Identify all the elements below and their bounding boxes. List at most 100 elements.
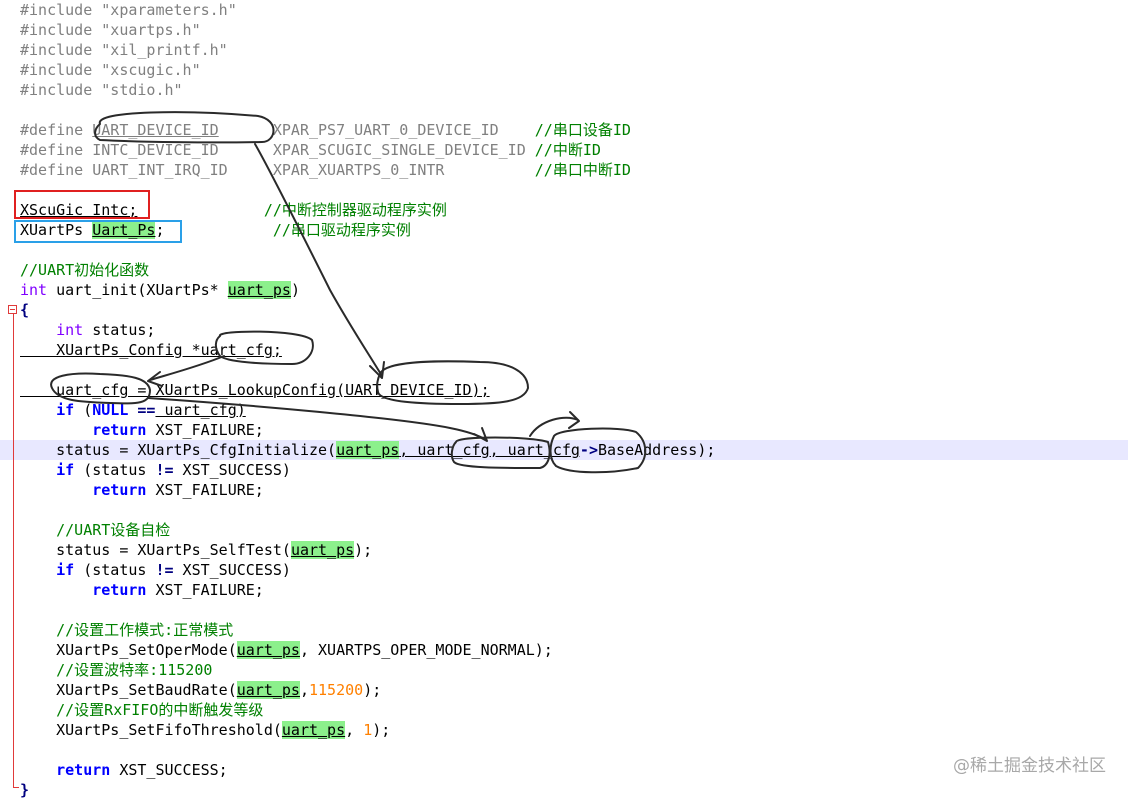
preprocessor-directive: #define bbox=[20, 161, 93, 179]
code-text: uart_cfg = XUartPs_LookupConfig(UART_DEV… bbox=[20, 381, 490, 399]
code-line[interactable]: #include "xscugic.h" bbox=[0, 60, 1128, 80]
code-text: XST_SUCCESS; bbox=[110, 761, 228, 779]
current-code-line[interactable]: status = XUartPs_CfgInitialize(uart_ps, … bbox=[0, 440, 1128, 460]
whitespace bbox=[137, 201, 263, 219]
macro-value: XPAR_PS7_UART_0_DEVICE_ID bbox=[218, 121, 535, 139]
code-text: (status bbox=[74, 461, 156, 479]
code-text: XST_SUCCESS) bbox=[173, 461, 291, 479]
code-text: , XUARTPS_OPER_MODE_NORMAL); bbox=[299, 641, 553, 659]
macro-name: UART_INT_IRQ_ID bbox=[92, 161, 228, 179]
code-text: status = XUartPs_SelfTest( bbox=[20, 541, 291, 559]
code-line[interactable]: int uart_init(XUartPs* uart_ps) bbox=[0, 280, 1128, 300]
code-line[interactable]: #include "xparameters.h" bbox=[0, 0, 1128, 20]
preprocessor-directive: #define bbox=[20, 121, 93, 139]
code-line[interactable]: return XST_FAILURE; bbox=[0, 480, 1128, 500]
code-line[interactable]: //设置RxFIFO的中断触发等级 bbox=[0, 700, 1128, 720]
preprocessor-directive: #include bbox=[20, 41, 102, 59]
code-line[interactable]: #include "xil_printf.h" bbox=[0, 40, 1128, 60]
code-comment: //UART设备自检 bbox=[56, 521, 171, 539]
code-comment: //串口设备ID bbox=[534, 121, 631, 139]
code-line[interactable]: if (NULL == uart_cfg) bbox=[0, 400, 1128, 420]
code-line[interactable]: XUartPs_Config *uart_cfg; bbox=[0, 340, 1128, 360]
code-line[interactable]: uart_cfg = XUartPs_LookupConfig(UART_DEV… bbox=[0, 380, 1128, 400]
blue-annotation-box bbox=[14, 220, 182, 243]
indent bbox=[20, 621, 56, 639]
code-text: BaseAddress); bbox=[597, 441, 716, 459]
code-line[interactable]: return XST_FAILURE; bbox=[0, 420, 1128, 440]
code-line[interactable]: if (status != XST_SUCCESS) bbox=[0, 560, 1128, 580]
highlighted-identifier: uart_ps bbox=[281, 721, 346, 739]
indent bbox=[20, 521, 56, 539]
highlighted-identifier: uart_ps bbox=[236, 641, 300, 659]
highlighted-identifier: uart_ps bbox=[227, 281, 291, 299]
punctuation: , bbox=[345, 721, 364, 739]
fold-end-marker bbox=[13, 787, 19, 788]
code-comment: //设置工作模式:正常模式 bbox=[56, 621, 234, 639]
include-file: "xparameters.h" bbox=[101, 1, 237, 19]
preprocessor-directive: #include bbox=[20, 61, 102, 79]
code-line[interactable]: return XST_FAILURE; bbox=[0, 580, 1128, 600]
variable-declaration: XScuGic Intc; bbox=[20, 201, 138, 219]
code-line[interactable]: #include "stdio.h" bbox=[0, 80, 1128, 100]
code-line[interactable]: return XST_SUCCESS; bbox=[0, 760, 1128, 780]
preprocessor-directive: #include bbox=[20, 81, 102, 99]
code-text: ); bbox=[354, 541, 373, 559]
code-comment: //串口驱动程序实例 bbox=[272, 221, 411, 239]
control-keyword: if bbox=[56, 561, 75, 579]
code-line[interactable]: XUartPs_SetFifoThreshold(uart_ps, 1); bbox=[0, 720, 1128, 740]
code-line[interactable]: XUartPs_SetOperMode(uart_ps, XUARTPS_OPE… bbox=[0, 640, 1128, 660]
code-line[interactable]: #define UART_DEVICE_ID XPAR_PS7_UART_0_D… bbox=[0, 120, 1128, 140]
code-line[interactable]: #include "xuartps.h" bbox=[0, 20, 1128, 40]
code-text: XST_FAILURE; bbox=[146, 581, 264, 599]
code-comment: //设置RxFIFO的中断触发等级 bbox=[56, 701, 264, 719]
indent bbox=[20, 481, 92, 499]
code-line[interactable]: #define UART_INT_IRQ_ID XPAR_XUARTPS_0_I… bbox=[0, 160, 1128, 180]
code-line[interactable]: #define INTC_DEVICE_ID XPAR_SCUGIC_SINGL… bbox=[0, 140, 1128, 160]
indent bbox=[20, 581, 92, 599]
code-line[interactable]: } bbox=[0, 780, 1128, 800]
fold-line bbox=[13, 310, 14, 788]
code-line[interactable]: if (status != XST_SUCCESS) bbox=[0, 460, 1128, 480]
control-keyword: return bbox=[56, 761, 111, 779]
code-line[interactable]: int status; bbox=[0, 320, 1128, 340]
indent bbox=[20, 421, 92, 439]
code-line[interactable]: XScuGic Intc; //中断控制器驱动程序实例 bbox=[0, 200, 1128, 220]
red-annotation-box bbox=[14, 190, 150, 219]
code-text: status = XUartPs_CfgInitialize( bbox=[20, 441, 337, 459]
code-line[interactable]: XUartPs_SetBaudRate(uart_ps,115200); bbox=[0, 680, 1128, 700]
code-comment: //中断控制器驱动程序实例 bbox=[263, 201, 447, 219]
punctuation: , bbox=[299, 681, 309, 699]
code-line[interactable]: //设置波特率:115200 bbox=[0, 660, 1128, 680]
code-text: XST_FAILURE; bbox=[146, 481, 264, 499]
control-keyword: if bbox=[56, 401, 75, 419]
highlighted-identifier: uart_ps bbox=[336, 441, 400, 459]
indent bbox=[20, 401, 56, 419]
code-line[interactable]: //设置工作模式:正常模式 bbox=[0, 620, 1128, 640]
control-keyword: return bbox=[92, 581, 147, 599]
code-line[interactable]: { bbox=[0, 300, 1128, 320]
code-text: status; bbox=[83, 321, 156, 339]
macro-name: INTC_DEVICE_ID bbox=[92, 141, 219, 159]
indent bbox=[20, 461, 56, 479]
fold-toggle-icon[interactable] bbox=[8, 305, 17, 314]
type-keyword: int bbox=[56, 321, 84, 339]
preprocessor-directive: #include bbox=[20, 1, 102, 19]
type-name: XUartPs bbox=[20, 221, 93, 239]
include-file: "xscugic.h" bbox=[101, 61, 201, 79]
code-text: XST_SUCCESS) bbox=[173, 561, 291, 579]
code-text: , uart_cfg, uart_cfg bbox=[399, 441, 580, 459]
include-file: "stdio.h" bbox=[101, 81, 183, 99]
brace: { bbox=[20, 301, 30, 319]
code-line[interactable]: //UART初始化函数 bbox=[0, 260, 1128, 280]
code-line[interactable]: //UART设备自检 bbox=[0, 520, 1128, 540]
code-comment: //串口中断ID bbox=[534, 161, 631, 179]
code-line[interactable]: status = XUartPs_SelfTest(uart_ps); bbox=[0, 540, 1128, 560]
watermark-text: @稀土掘金技术社区 bbox=[953, 756, 1106, 776]
indent bbox=[20, 321, 56, 339]
punctuation: ; bbox=[155, 221, 165, 239]
ink-arrowhead-lookup bbox=[369, 361, 385, 379]
include-file: "xil_printf.h" bbox=[101, 41, 228, 59]
code-text: ( bbox=[74, 401, 93, 419]
code-text: XUartPs_Config *uart_cfg; bbox=[20, 341, 282, 359]
